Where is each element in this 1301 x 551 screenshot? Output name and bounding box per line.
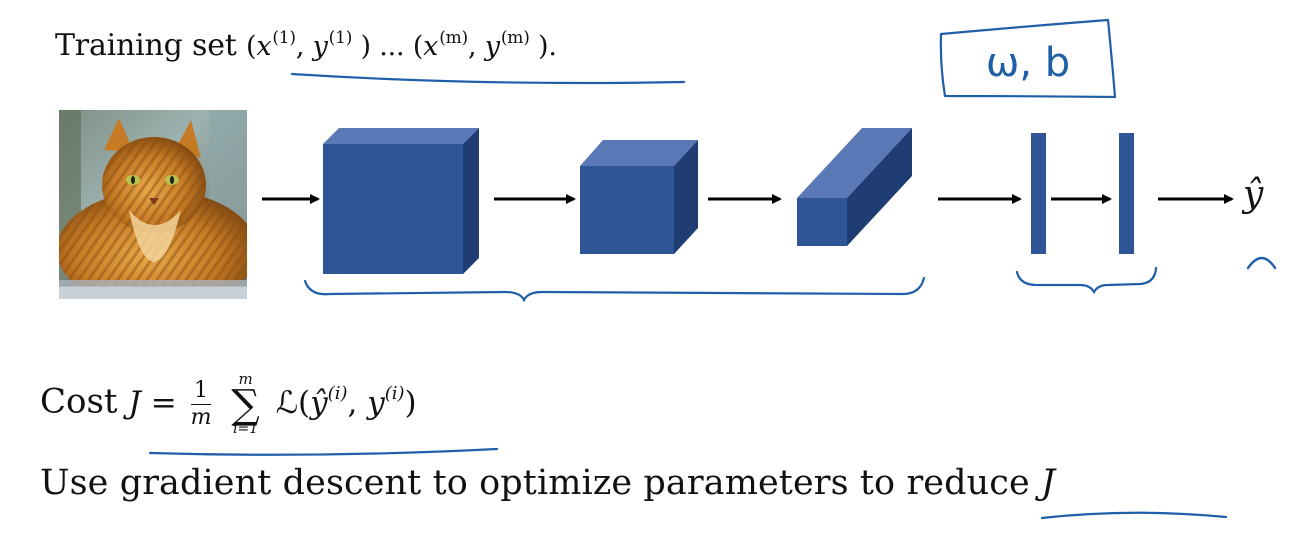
params-annotation-box: ω, b: [939, 18, 1117, 99]
reduce-j-underline: [1040, 511, 1228, 520]
conv-layers-brace: [303, 276, 926, 303]
fc-layer-1: [1031, 133, 1046, 254]
training-set-label: Training set: [55, 28, 237, 63]
training-set-underline: [290, 72, 686, 85]
fc-layer-2: [1119, 133, 1134, 254]
fc-layers-brace: [1015, 266, 1158, 295]
cost-equation: J = 1 m m ∑ i=1 ℒ(ŷ(i), y(i)): [128, 370, 417, 437]
cost-fraction: 1 m: [190, 377, 212, 430]
conv-block-1: [323, 128, 479, 274]
output-pointer-arrow: [1246, 256, 1277, 270]
params-annotation-text: ω, b: [986, 40, 1070, 86]
conv-block-2: [580, 140, 698, 254]
cat-image: [59, 110, 247, 299]
training-set-examples: (x(1), y(1) ) ... (x(m), y(m) ).: [245, 28, 557, 62]
gradient-descent-var: J: [1041, 463, 1056, 503]
conv-block-3: [797, 128, 912, 246]
output-label: ŷ: [1243, 174, 1264, 215]
cost-label: Cost: [40, 381, 118, 422]
gradient-descent-text: Use gradient descent to optimize paramet…: [40, 463, 1056, 503]
cost-summation: m ∑ i=1: [231, 370, 260, 437]
cost-function: Cost J = 1 m m ∑ i=1 ℒ(ŷ(i), y(i)): [40, 370, 417, 437]
training-set-text: Training set (x(1), y(1) ) ... (x(m), y(…: [55, 28, 557, 63]
cost-underline: [148, 447, 499, 456]
